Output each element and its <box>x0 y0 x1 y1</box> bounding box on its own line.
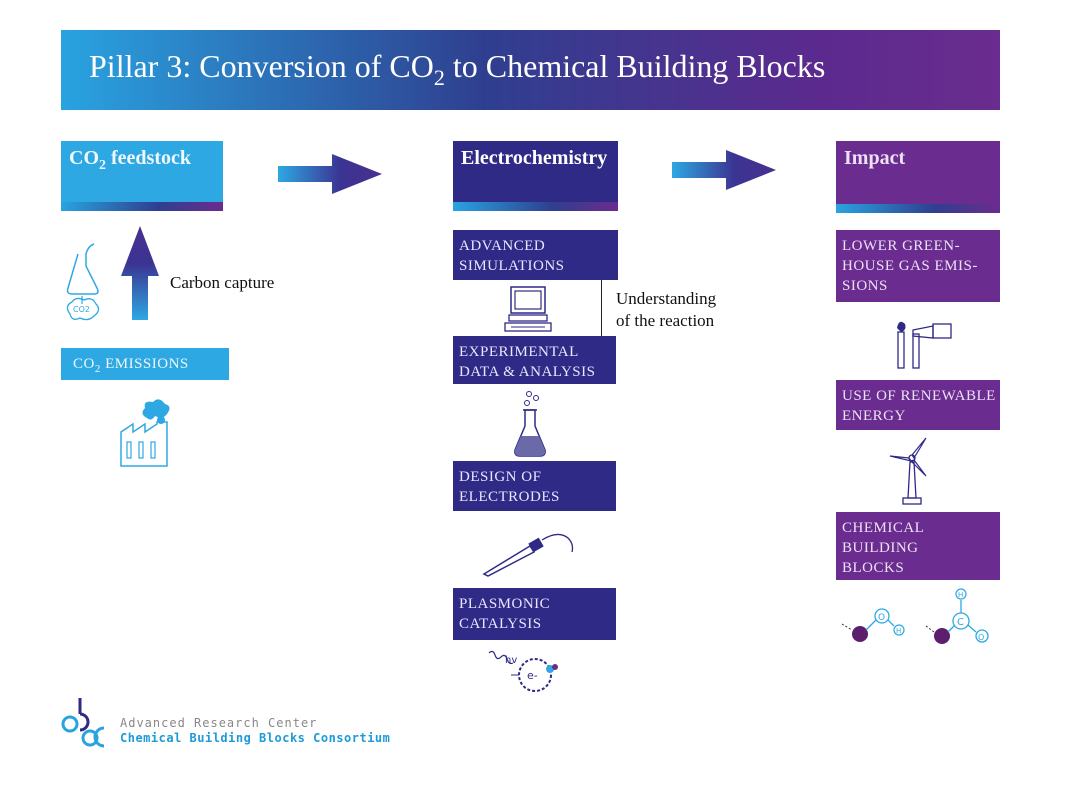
feedstock-title: CO2 feedstock <box>69 147 191 173</box>
chimney-tap-icon <box>897 321 952 369</box>
logo-line1: Advanced Research Center <box>120 716 318 730</box>
step-label: USE OF RENEWABLE ENERGY <box>842 388 996 424</box>
electrochemistry-header: Electrochemistry <box>453 141 618 211</box>
up-arrow-icon <box>121 226 159 320</box>
electron-label: e- <box>527 669 538 682</box>
step-label: EXPERIMENTAL DATA & ANALYSIS <box>459 344 596 380</box>
co2-emissions-box: CO2 EMISSIONS <box>61 348 229 380</box>
feedstock-header: CO2 feedstock <box>61 141 223 211</box>
hv-label: hv <box>505 655 517 666</box>
flask-capture-icon: CO2 <box>66 243 100 321</box>
svg-text:O: O <box>978 633 984 642</box>
header-stripe <box>61 202 223 211</box>
erlenmeyer-flask-icon <box>514 391 546 457</box>
title-banner: Pillar 3: Conversion of CO2 to Chemical … <box>61 30 1000 110</box>
step-label: PLASMONIC CATALYSIS <box>459 596 551 632</box>
molecule-icon: O H C H O <box>841 588 989 644</box>
step-label: ADVANCED SIMULATIONS <box>459 238 565 274</box>
impact-renewable-energy: USE OF RENEWABLE ENERGY <box>836 380 1000 430</box>
impact-chemical-building-blocks: CHEMICAL BUILDING BLOCKS <box>836 512 1000 580</box>
electrode-icon <box>482 533 574 577</box>
svg-text:H: H <box>896 627 901 635</box>
step-label: CHEMICAL BUILDING BLOCKS <box>842 520 925 576</box>
wind-turbine-icon <box>889 437 927 505</box>
right-arrow-icon <box>278 154 382 194</box>
step-design-electrodes: DESIGN OF ELECTRODES <box>453 461 616 511</box>
co2-bubble-label: CO2 <box>73 305 90 314</box>
impact-title: Impact <box>844 147 906 169</box>
header-stripe <box>453 202 618 211</box>
step-advanced-simulations: ADVANCED SIMULATIONS <box>453 230 618 280</box>
title-text-part1: Pillar 3: Conversion of CO <box>89 48 434 84</box>
svg-text:C: C <box>957 617 964 628</box>
computer-icon <box>504 286 552 332</box>
factory-icon <box>120 399 170 467</box>
plasmonic-particle-icon: hv e- <box>488 650 558 692</box>
page-title: Pillar 3: Conversion of CO2 to Chemical … <box>89 48 826 90</box>
carbon-capture-label: Carbon capture <box>170 273 275 292</box>
svg-text:O: O <box>878 613 885 623</box>
understanding-bracket <box>601 280 602 336</box>
electrochemistry-title: Electrochemistry <box>461 147 608 169</box>
impact-lower-ghg: LOWER GREEN- HOUSE GAS EMIS- SIONS <box>836 230 1000 302</box>
title-text-part2: to Chemical Building Blocks <box>444 48 826 84</box>
title-subscript: 2 <box>433 65 445 90</box>
logo-line2: Chemical Building Blocks Consortium <box>120 731 391 745</box>
step-experimental-data: EXPERIMENTAL DATA & ANALYSIS <box>453 336 616 384</box>
step-label: DESIGN OF ELECTRODES <box>459 469 560 505</box>
right-arrow-icon <box>672 150 776 190</box>
svg-text:H: H <box>958 591 963 599</box>
arc-cbbc-logo-icon <box>61 698 105 748</box>
step-label: LOWER GREEN- HOUSE GAS EMIS- SIONS <box>842 238 978 294</box>
header-stripe <box>836 204 1000 213</box>
impact-header: Impact <box>836 141 1000 213</box>
co2-emissions-label: CO2 EMISSIONS <box>73 356 189 375</box>
step-plasmonic-catalysis: PLASMONIC CATALYSIS <box>453 588 616 640</box>
understanding-label: Understanding of the reaction <box>616 289 717 330</box>
